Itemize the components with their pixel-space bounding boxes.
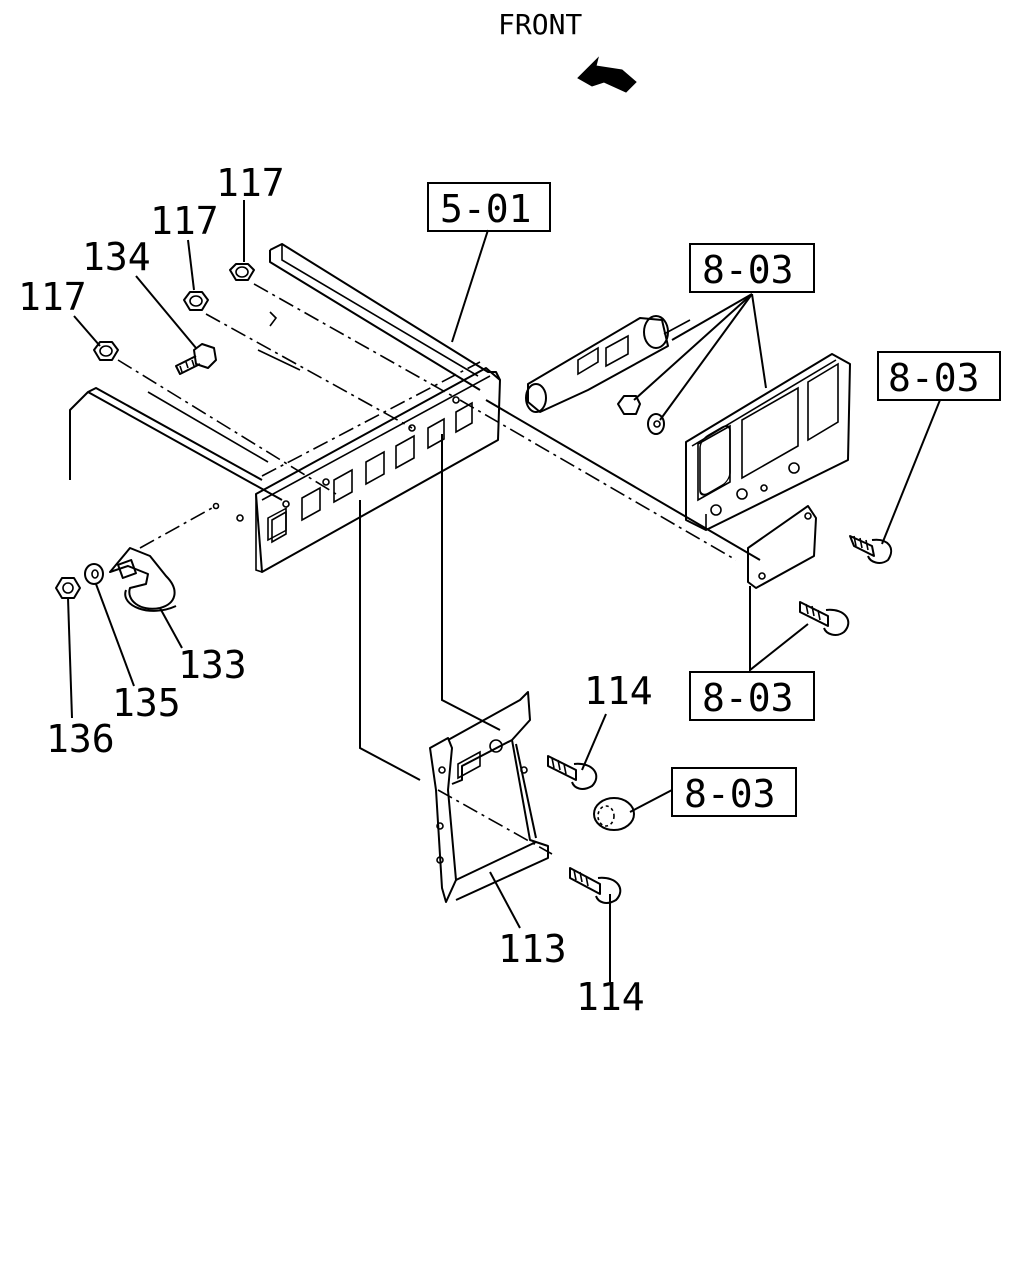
nut-117-icon [183,291,209,311]
washer-135-icon [84,563,104,585]
front-arrow-icon [577,56,637,93]
small-nut-icon [617,395,641,415]
part-114-label: 114 [576,975,645,1019]
nut-117-icon [229,263,255,281]
lamp-bracket [525,315,691,413]
part-133-label: 133 [178,643,247,687]
ref-box-5-01 [427,182,551,232]
bolt-134-icon [175,343,217,375]
lamp-mount-plate [747,484,817,589]
part-117-label: 117 [150,199,219,243]
ref-box-8-03-right [877,351,1001,401]
part-117-label: 117 [18,275,87,319]
assembly-lines [117,283,761,855]
part-117-label: 117 [216,161,285,205]
ref-box-8-03-mid [689,671,815,721]
ref-8-03-right-label: 8-03 [888,356,980,400]
small-washer-icon [647,413,665,435]
ref-box-8-03-lower [671,767,797,817]
part-136-label: 136 [46,717,115,761]
step-bracket-113 [429,691,549,903]
nut-117-icon [93,341,119,361]
ref-8-03-top-label: 8-03 [702,248,794,292]
part-114-label: 114 [584,669,653,713]
frame-rail [69,243,501,573]
ref-8-03-lower-label: 8-03 [684,772,776,816]
ref-8-03-mid-label: 8-03 [702,676,794,720]
part-134-label: 134 [82,235,151,279]
part-135-label: 135 [112,681,181,725]
nut-136-icon [55,577,81,599]
front-label: FRONT [498,8,582,41]
lamp-bolt-upper-icon [849,535,893,564]
part-113-label: 113 [498,927,567,971]
ref-5-01-label: 5-01 [440,187,532,231]
tow-hook-133-icon [109,547,177,612]
bolt-114-lower-icon [569,867,622,904]
leader-lines [67,200,941,982]
rear-lamp [685,353,851,531]
lamp-bolt-lower-icon [799,601,850,636]
lamp-bulb-icon [593,797,635,831]
bolt-114-upper-icon [547,755,598,790]
ref-box-8-03-top [689,243,815,293]
